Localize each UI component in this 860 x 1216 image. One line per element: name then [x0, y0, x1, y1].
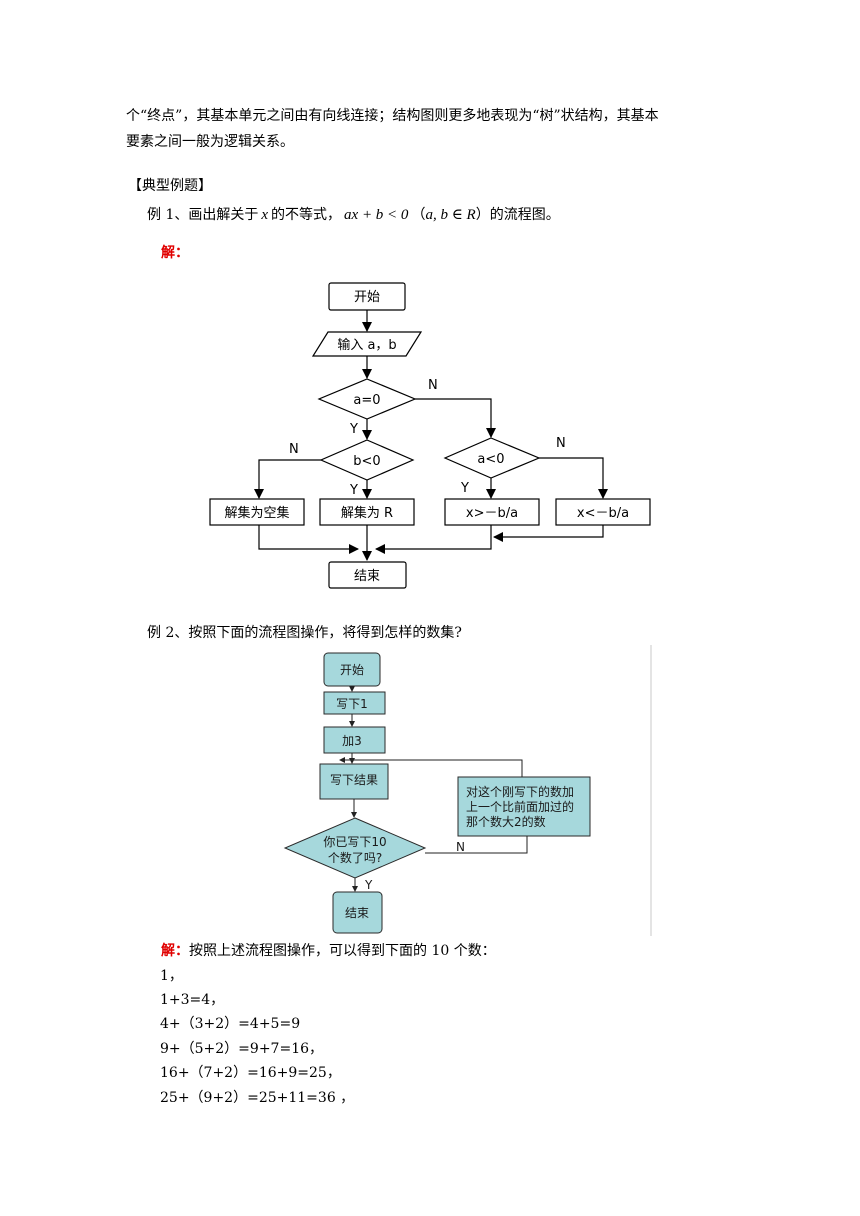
fc2-side-line-3: 那个数大2的数 — [466, 814, 546, 829]
fc2-end-box — [332, 891, 383, 934]
fc1-cond-b-label: b<0 — [353, 454, 380, 469]
section-title: 【典型例题】 — [128, 178, 212, 194]
answer-2-line: 4+（3+2）=4+5=9 — [160, 1016, 301, 1032]
fc2-question-line-2: 个数了吗? — [328, 850, 382, 865]
fc2-no-label: N — [456, 840, 465, 854]
fc2-write1-label: 写下1 — [336, 697, 368, 711]
fc1-no-a-neg: N — [556, 436, 566, 451]
inequality: ax + b < 0 — [344, 207, 409, 223]
fc1-input-shape — [311, 331, 423, 357]
fc1-yes-b-neg: Y — [349, 483, 358, 498]
fc2-side-line-1: 对这个刚写下的数加 — [466, 784, 574, 799]
fc2-start-label: 开始 — [340, 663, 364, 677]
example-1-mid: 的不等式， — [271, 207, 342, 223]
fc2-write-result-box — [319, 763, 389, 800]
fc1-yes-a-neg: Y — [460, 481, 469, 496]
example-2-question: 例 2、按照下面的流程图操作，将得到怎样的数集? — [147, 625, 462, 641]
fc2-yes-label: Y — [364, 878, 373, 892]
fc1-input-label: 输入 a，b — [337, 337, 396, 353]
fc1-box-lt-label: x<－b/a — [577, 506, 629, 521]
answer-2-line: 16+（7+2）=16+9=25， — [160, 1065, 341, 1081]
fc1-box-empty-set — [209, 498, 305, 526]
fc1-box-r-label: 解集为 R — [341, 505, 393, 521]
example-1-prefix: 例 1、画出解关于 — [147, 207, 259, 223]
fc1-box-empty-label: 解集为空集 — [224, 505, 289, 521]
condition-close: ）的流程图。 — [475, 207, 560, 223]
answer-2-header: 解：按照上述流程图操作，可以得到下面的 10 个数： — [161, 941, 496, 961]
fc1-box-x-gt — [444, 498, 540, 526]
fc2-write-result-label: 写下结果 — [330, 773, 378, 787]
fc2-add3-box — [323, 726, 386, 754]
fc2-add3-label: 加3 — [342, 734, 362, 748]
answer-2-line: 25+（9+2）=25+11=36 ， — [160, 1090, 355, 1106]
condition: a, b ∈ R — [425, 207, 476, 223]
var-x: x — [261, 207, 269, 223]
answer-2-label: 解： — [161, 943, 189, 959]
fc1-no-b-neg: N — [289, 442, 299, 457]
fc2-write1-box — [323, 691, 386, 715]
fc1-box-gt-label: x>－b/a — [466, 506, 518, 521]
fc1-no-a-zero: N — [428, 378, 438, 393]
answer-2-line: 9+（5+2）=9+7=16， — [160, 1041, 324, 1057]
fc1-end-label: 结束 — [354, 569, 380, 584]
fc2-question-line-1: 你已写下10 — [323, 835, 386, 849]
intro-line-1: 个“终点”，其基本单元之间由有向线连接；结构图则更多地表现为“树”状结构，其基本 — [126, 108, 659, 124]
fc1-cond-a-label: a=0 — [353, 393, 380, 408]
condition-open: （ — [411, 207, 426, 223]
fc1-yes-a-zero: Y — [349, 422, 358, 437]
answer-2-line: 1+3=4， — [160, 992, 225, 1008]
fc1-box-x-lt — [555, 498, 651, 526]
fc2-side-line-2: 上一个比前面加过的 — [466, 799, 574, 814]
fc1-cond-a-neg-label: a<0 — [477, 452, 504, 467]
answer-2-text: 按照上述流程图操作，可以得到下面的 10 个数： — [189, 943, 496, 959]
intro-line-2: 要素之间一般为逻辑关系。 — [126, 134, 294, 150]
answer-1-label: 解： — [161, 245, 189, 261]
fc1-start-label: 开始 — [354, 290, 380, 305]
answer-2-line: 1， — [160, 968, 183, 984]
fc2-end-label: 结束 — [345, 906, 369, 920]
fc1-end-box — [328, 561, 407, 589]
fc2-side-box — [457, 776, 591, 837]
